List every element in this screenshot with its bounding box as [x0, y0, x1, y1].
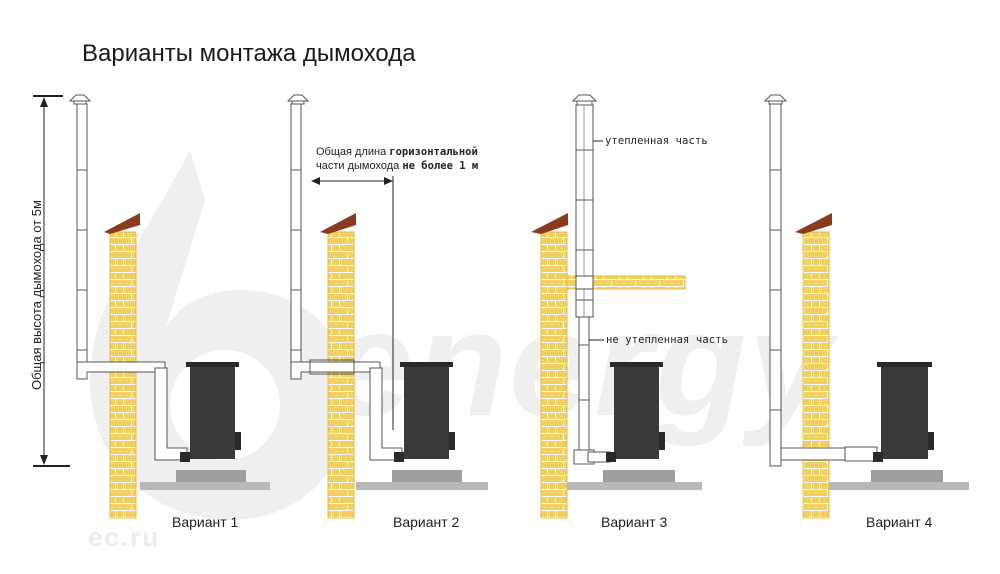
variant-1-drawing	[68, 94, 270, 519]
variant-1-vertical-pipe	[76, 103, 88, 380]
variant-2-stove	[404, 364, 449, 459]
variant-1-stove	[190, 364, 235, 459]
variant-1-caption: Вариант 1	[172, 514, 239, 530]
variant-2-connector-pipe	[369, 367, 403, 461]
variant-4-wall-roof	[795, 213, 832, 234]
variant-2-chimney-cap-icon	[286, 94, 310, 105]
variant-3-caption: Вариант 3	[601, 514, 668, 530]
watermark-site: ec.ru	[88, 522, 161, 552]
note-line2-bold: не более 1 м	[402, 160, 479, 172]
page-title: Варианты монтажа дымохода	[82, 40, 416, 67]
variant-3-brick-wall	[540, 231, 568, 519]
variant-3-chimney-cap-icon	[571, 94, 598, 106]
variant-3-ceiling	[566, 275, 686, 290]
variant-4-base	[871, 470, 943, 482]
variant-4-chimney-cap-icon	[763, 94, 788, 105]
height-dimension	[33, 95, 70, 467]
note-line1-prefix: Общая длина	[316, 146, 390, 158]
note-line1-bold: горизонтальной	[389, 146, 478, 158]
variant-2-drawing	[286, 94, 488, 519]
horizontal-length-note: Общая длина горизонтальной части дымоход…	[316, 145, 478, 173]
variant-2-brick-wall	[327, 231, 355, 519]
variant-4-vertical-pipe	[769, 103, 782, 467]
variant-1-brick-wall	[109, 231, 137, 519]
insulated-part-label: утепленная часть	[605, 135, 708, 147]
variant-3-uninsulated-pipe	[578, 316, 590, 453]
variant-2-horizontal-pipe	[290, 361, 381, 380]
variant-1-connector-pipe	[154, 367, 188, 461]
variant-2-vertical-pipe	[290, 103, 302, 380]
variant-1-chimney-cap-icon	[68, 94, 92, 105]
variant-2-base	[392, 470, 462, 482]
variant-4-caption: Вариант 4	[866, 514, 933, 530]
variant-1-horizontal-pipe	[76, 361, 166, 380]
variant-4-brick-wall	[802, 231, 830, 519]
variant-4-stove	[881, 364, 928, 459]
variant-3-stove	[614, 364, 659, 459]
uninsulated-part-label: не утепленная часть	[606, 334, 729, 346]
variant-3-base	[603, 470, 675, 482]
variant-2-wall-roof	[320, 213, 356, 234]
variant-3-drawing	[531, 94, 702, 519]
variant-3-wall-roof	[531, 213, 568, 234]
note-line2-prefix: части дымохода	[316, 160, 403, 172]
variant-1-base	[176, 470, 246, 482]
variant-1-wall-roof	[104, 213, 140, 234]
variant-4-drawing	[763, 94, 969, 519]
variant-2-caption: Вариант 2	[393, 514, 460, 530]
